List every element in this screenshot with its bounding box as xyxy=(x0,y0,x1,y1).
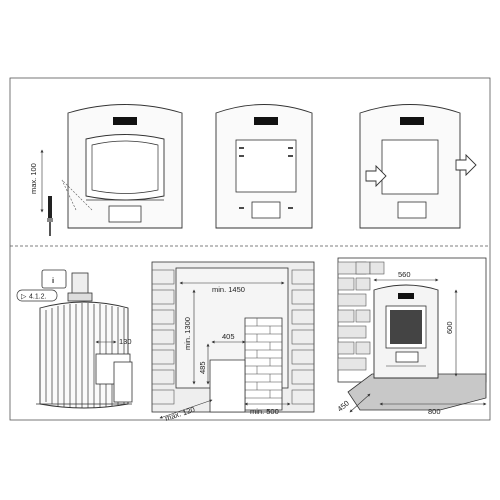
step3-panel xyxy=(359,104,477,229)
arrow-left-icon xyxy=(365,164,387,188)
step1-panel xyxy=(61,104,183,229)
dimension-130: 130 xyxy=(95,337,132,346)
ref-label-box: ▷ 4.1.2. xyxy=(16,289,58,302)
floor-plate xyxy=(347,373,487,411)
installed-scene xyxy=(337,257,487,411)
ref-label: 4.1.2. xyxy=(29,294,47,301)
svg-text:485: 485 xyxy=(198,361,207,374)
max-label: max. 100 xyxy=(29,163,38,194)
ash-door xyxy=(397,201,427,219)
stove-drawing: i xyxy=(36,269,133,409)
dimension-min-500: min. 500 xyxy=(244,402,291,416)
fixing-arrows xyxy=(239,147,293,209)
page-frame xyxy=(9,77,491,421)
svg-text:min. 1300: min. 1300 xyxy=(183,317,192,350)
ash-door xyxy=(108,205,142,223)
brand-logo xyxy=(113,117,137,125)
brand-logo xyxy=(254,117,278,125)
dimension-405: 405 xyxy=(211,332,246,344)
ash-door xyxy=(251,201,281,219)
dimension-min-height: min. 1300 xyxy=(183,289,196,385)
svg-text:600: 600 xyxy=(445,321,454,334)
svg-text:450: 450 xyxy=(336,399,351,414)
dimension-width: 560 xyxy=(373,270,439,282)
info-book-icon xyxy=(41,269,67,289)
brand-logo xyxy=(400,117,424,125)
svg-text:560: 560 xyxy=(398,270,411,279)
svg-text:i: i xyxy=(52,276,54,285)
arrow-right-icon xyxy=(455,153,477,177)
svg-text:min. 1450: min. 1450 xyxy=(212,285,245,294)
max-dimension: max. 100 xyxy=(29,149,44,213)
svg-text:▷: ▷ xyxy=(21,294,27,301)
svg-text:405: 405 xyxy=(222,332,235,341)
svg-text:min. 500: min. 500 xyxy=(250,407,279,416)
dimension-485: 485 xyxy=(198,343,210,385)
step2-panel xyxy=(215,104,313,229)
dimension-height: 600 xyxy=(445,289,458,377)
dimension-min-width: min. 1450 xyxy=(179,281,285,294)
dimension-floor-width: 800 xyxy=(379,402,487,416)
svg-text:130: 130 xyxy=(119,337,132,346)
svg-text:800: 800 xyxy=(428,407,441,416)
screwdriver-icon xyxy=(47,196,53,236)
